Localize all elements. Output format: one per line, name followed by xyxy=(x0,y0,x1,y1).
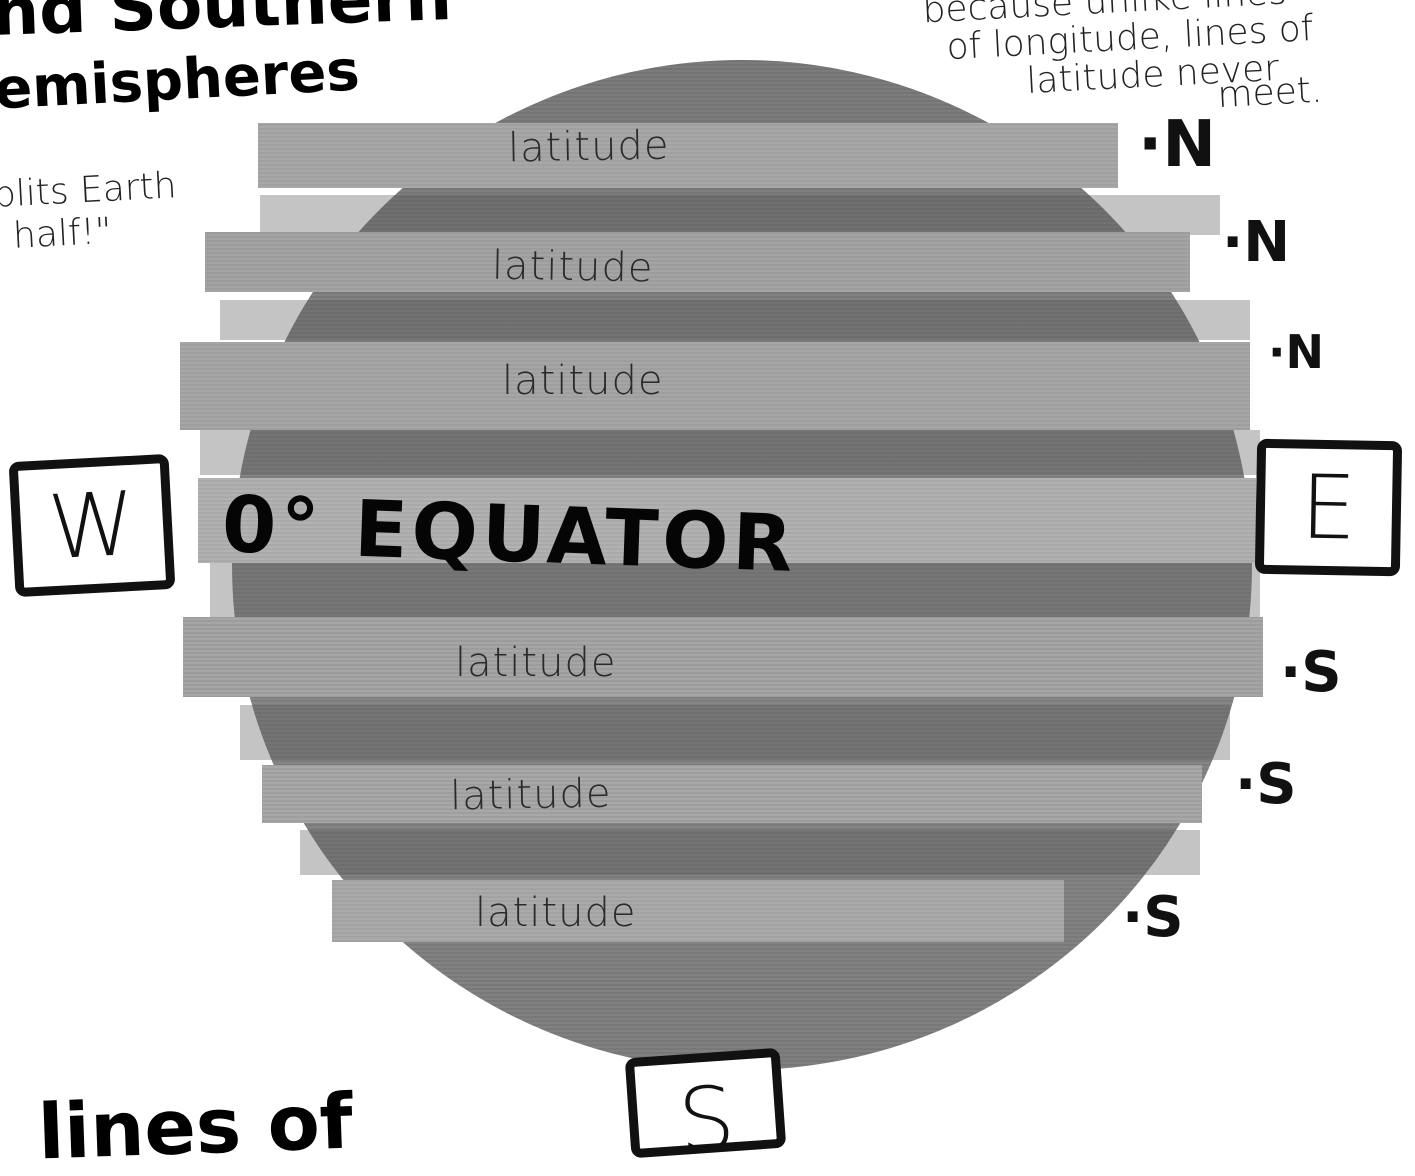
south-mark-3: ·S xyxy=(1122,885,1184,950)
north-mark-2: ·N xyxy=(1222,210,1290,275)
compass-south: S xyxy=(625,1048,787,1159)
south-mark-2: ·S xyxy=(1235,752,1297,817)
right-note: because unlike lines of longitude, lines… xyxy=(922,0,1324,130)
south-mark-1: ·S xyxy=(1280,640,1342,705)
latitude-label-4: latitude xyxy=(455,640,616,686)
latitude-label-2: latitude xyxy=(492,243,654,292)
compass-east: E xyxy=(1255,439,1402,577)
latitude-label-6: latitude xyxy=(475,890,636,936)
latitude-label-3: latitude xyxy=(502,358,663,404)
footer-title: lines of xyxy=(37,1077,355,1176)
left-note: plits Earth half!" xyxy=(0,165,180,258)
latitude-label-1: latitude xyxy=(508,123,670,172)
north-mark-3: ·N xyxy=(1268,325,1324,379)
compass-west: W xyxy=(9,454,176,597)
north-mark-1: ·N xyxy=(1138,108,1216,182)
latitude-label-5: latitude xyxy=(450,771,612,820)
